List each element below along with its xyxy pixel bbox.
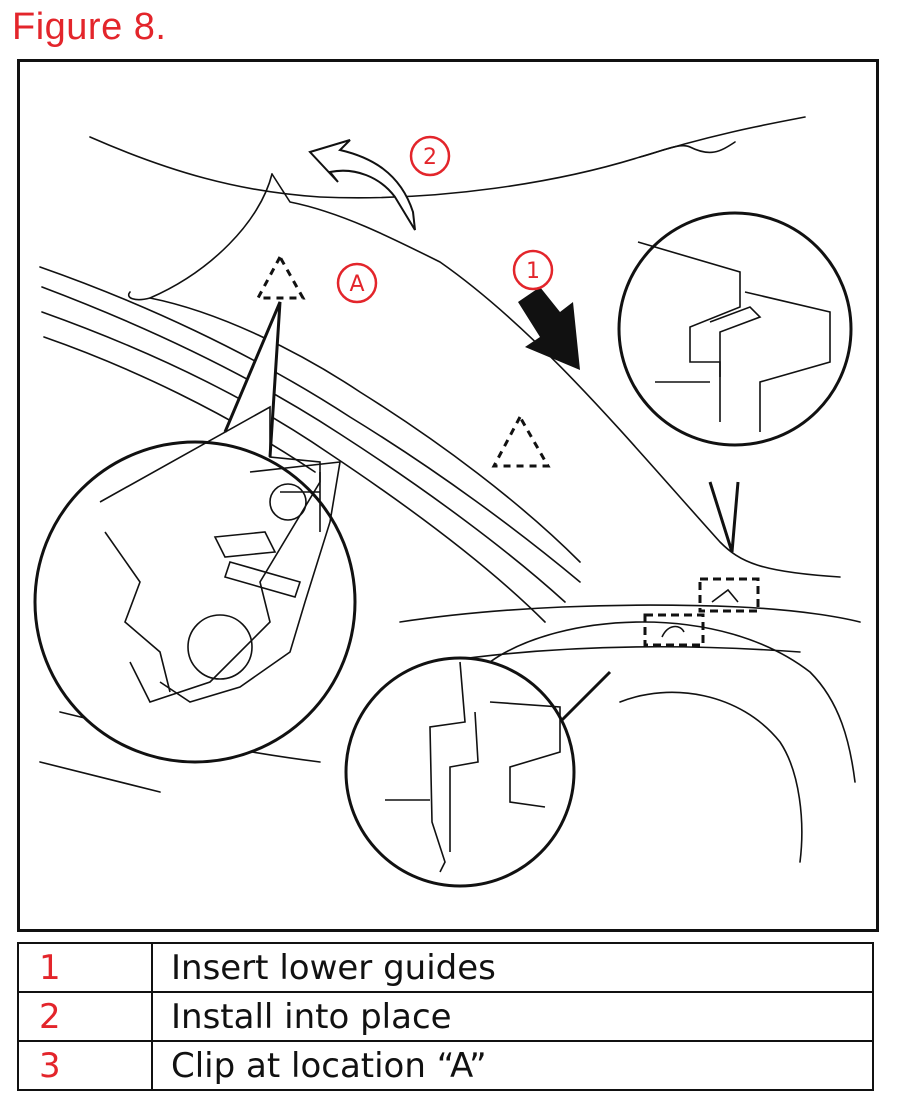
detail-circle-clip-a	[33, 440, 357, 764]
legend-row: 2 Install into place	[17, 991, 874, 1042]
insert-arrow	[518, 287, 580, 370]
legend-text: Install into place	[151, 991, 874, 1042]
legend-row: 3 Clip at location “A”	[17, 1040, 874, 1091]
legend-number: 2	[17, 991, 153, 1042]
triangle-marker-b	[491, 413, 551, 468]
clip-box-2	[643, 613, 705, 647]
diagram-frame: 2 1 A	[17, 59, 879, 932]
detail-circle-guide	[617, 211, 853, 447]
legend-number: 1	[17, 942, 153, 993]
callout-label-1: 1	[526, 259, 540, 284]
clip-box-a	[698, 577, 760, 613]
legend-row: 1 Insert lower guides	[17, 942, 874, 993]
callout-label-2: 2	[423, 145, 437, 170]
install-arrow	[308, 139, 416, 231]
callout-circle-a	[336, 262, 378, 304]
figure-title: Figure 8.	[12, 6, 167, 48]
legend-text: Clip at location “A”	[151, 1040, 874, 1091]
triangle-marker-a	[255, 253, 306, 300]
legend-number: 3	[17, 1040, 153, 1091]
legend-table: 1 Insert lower guides 2 Install into pla…	[17, 942, 874, 1091]
callout-circle-1	[512, 249, 554, 291]
legend-text: Insert lower guides	[151, 942, 874, 993]
callout-label-a: A	[349, 272, 364, 297]
installation-illustration: 2 1 A	[33, 116, 861, 888]
callout-circle-2	[409, 135, 451, 177]
detail-circle-clip	[344, 656, 576, 888]
